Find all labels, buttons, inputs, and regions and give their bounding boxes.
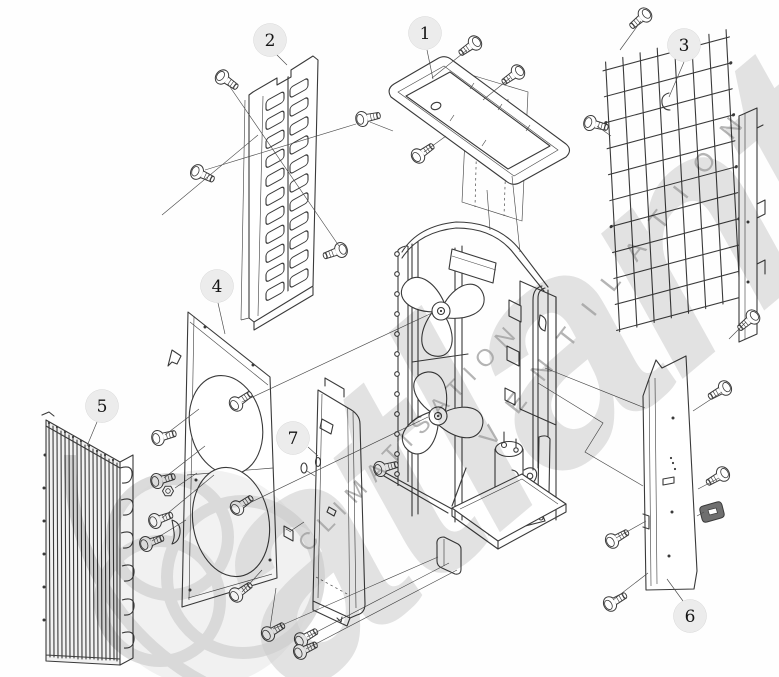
callout-5-circle [85,389,119,423]
callout-1: 1 [408,16,442,50]
callout-6-circle [673,599,707,633]
chassis-assembly [383,175,567,575]
part-3-wire-guard-grid [602,29,766,343]
corner-clip [167,349,182,367]
callout-4: 4 [200,269,234,303]
leader-lines [151,20,747,650]
callout-3: 3 [667,28,701,62]
callout-2: 2 [253,23,287,57]
callout-3-circle [667,28,701,62]
rubber-grommet [699,501,725,523]
hanger-hook [661,92,671,111]
callout-1-circle [408,16,442,50]
part-6-side-panel [642,355,725,591]
callout-7-label: 7 [288,429,299,449]
callouts: 1 2 3 4 5 6 7 [85,16,707,633]
callout-2-label: 2 [265,31,276,51]
callout-4-circle [200,269,234,303]
grommet-plug [300,462,308,474]
fan-propeller-upper [400,276,485,357]
base-pan [383,467,567,550]
callout-5-label: 5 [97,397,108,417]
callout-7-circle [276,421,310,455]
callout-1-label: 1 [420,24,431,44]
part-2-rear-slotted-panel [240,55,319,331]
base-bracket [436,536,462,575]
fan-propeller-lower [401,371,484,455]
callout-5: 5 [85,389,119,423]
callout-2-circle [253,23,287,57]
part-1-top-cover [388,56,571,222]
callout-6: 6 [673,599,707,633]
logo-disk [97,470,313,677]
callout-7: 7 [276,421,310,455]
callout-3-label: 3 [679,36,690,56]
callout-6-label: 6 [685,607,696,627]
callout-4-label: 4 [212,277,223,297]
logo-rings-icon [63,454,325,677]
